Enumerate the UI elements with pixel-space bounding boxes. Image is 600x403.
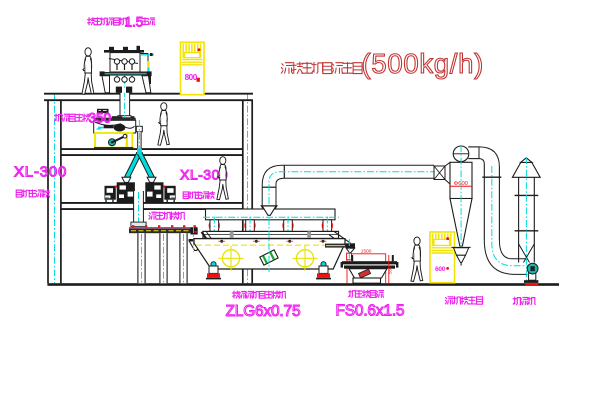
svg-text:600: 600 [435, 266, 446, 273]
svg-text:FS0.6x1.5: FS0.6x1.5 [336, 302, 405, 319]
svg-text:550: 550 [388, 266, 393, 274]
svg-text:1500: 1500 [361, 249, 372, 255]
svg-text:350: 350 [89, 111, 112, 126]
svg-text:ZLG6x0.75: ZLG6x0.75 [226, 303, 301, 320]
svg-text:1.5: 1.5 [125, 15, 144, 30]
svg-text:(500kg/h): (500kg/h) [362, 48, 484, 79]
svg-text:XL-300: XL-300 [14, 164, 67, 181]
svg-text:XL-300: XL-300 [180, 167, 228, 183]
svg-text:800: 800 [185, 73, 198, 82]
